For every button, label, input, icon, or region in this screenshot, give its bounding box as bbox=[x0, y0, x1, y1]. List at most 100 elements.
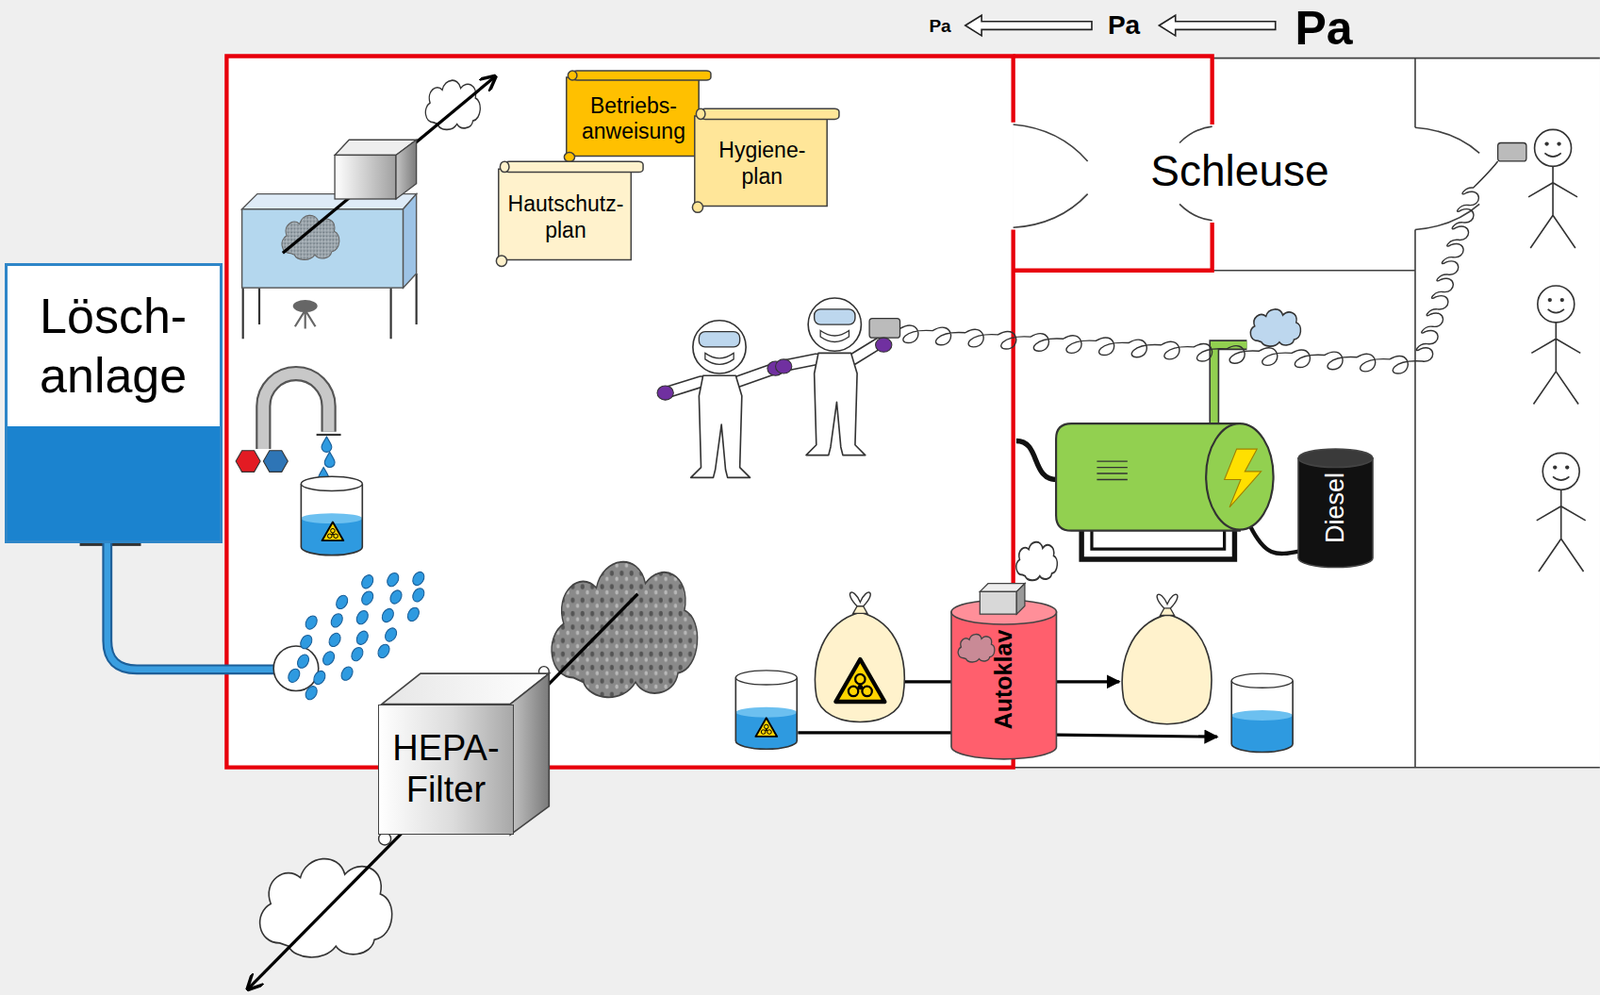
safety-cabinet bbox=[242, 77, 495, 339]
exhaust-arrow bbox=[248, 593, 638, 989]
hepa-exhaust bbox=[248, 561, 697, 989]
door-leaves bbox=[1013, 124, 1089, 228]
scroll-curl bbox=[692, 201, 704, 213]
spray-drop bbox=[329, 611, 346, 630]
faucet-pipe bbox=[263, 373, 329, 449]
clean-bag bbox=[1121, 593, 1212, 724]
spray-drop bbox=[327, 630, 344, 649]
cold-valve bbox=[263, 450, 288, 473]
lab-floor bbox=[226, 56, 1013, 768]
spray-drop bbox=[410, 586, 427, 605]
clean-air-cloud bbox=[425, 80, 480, 130]
spray-drop bbox=[303, 683, 320, 702]
pressure-label: Pa bbox=[1107, 12, 1140, 39]
lab-workers bbox=[657, 297, 901, 478]
clean-beaker bbox=[1231, 673, 1293, 752]
tin-can-phone bbox=[1498, 142, 1527, 161]
worker bbox=[806, 297, 866, 456]
pressure-arrow bbox=[965, 15, 1092, 36]
scroll-body bbox=[694, 115, 827, 206]
beaker bbox=[300, 476, 363, 555]
power-cable bbox=[1016, 440, 1057, 479]
spray-drop bbox=[359, 573, 376, 592]
node-text: Diesel bbox=[1322, 472, 1349, 544]
flow-arrow bbox=[1055, 734, 1218, 737]
worker bbox=[691, 320, 751, 479]
spray-drop bbox=[354, 608, 371, 627]
diesel-tank: Diesel bbox=[1298, 448, 1373, 568]
generator-end bbox=[1205, 423, 1273, 530]
airlock-label: Schleuse bbox=[1106, 142, 1372, 200]
sprinkler bbox=[80, 542, 428, 702]
aerosol-cloud bbox=[281, 214, 340, 260]
spray-drop bbox=[376, 642, 393, 660]
spray-drop bbox=[405, 605, 422, 624]
spray-drop bbox=[348, 644, 365, 663]
fuel-line bbox=[1250, 525, 1301, 554]
rooms-floor bbox=[1013, 58, 1600, 768]
scroll-body bbox=[566, 77, 699, 157]
spray-drop bbox=[382, 626, 399, 644]
filter-side bbox=[395, 139, 417, 199]
biohazard-sign bbox=[835, 659, 885, 702]
hot-valve bbox=[235, 450, 261, 473]
scroll-roll bbox=[701, 108, 841, 119]
exhaust-cloud bbox=[1250, 309, 1301, 347]
faucet-spout bbox=[316, 433, 342, 436]
skin-protection-scroll: Hautschutz- plan bbox=[494, 160, 645, 269]
node-text: Schleuse bbox=[1150, 145, 1329, 198]
generator-base bbox=[1091, 530, 1225, 549]
spray-drop bbox=[359, 589, 376, 608]
cabinet-side bbox=[403, 194, 417, 289]
scroll-body bbox=[498, 168, 632, 260]
water-drop bbox=[324, 451, 335, 467]
spray-drop bbox=[354, 628, 371, 647]
generator-vents bbox=[1096, 461, 1127, 479]
spray-drop bbox=[320, 649, 337, 668]
spray-drop bbox=[295, 652, 312, 671]
steam-cloud bbox=[1016, 542, 1057, 580]
flow-line bbox=[903, 679, 953, 683]
tin-can-phone bbox=[869, 318, 900, 339]
node-text: Lösch- anlage bbox=[7, 286, 220, 407]
flow-line bbox=[797, 730, 952, 734]
pressure-label: Pa bbox=[1294, 4, 1353, 52]
sprinkler-head bbox=[273, 645, 319, 692]
scroll-curl bbox=[563, 151, 575, 162]
emergency-generator bbox=[1016, 309, 1302, 560]
spray-drop bbox=[410, 569, 427, 588]
biohazard-sign bbox=[322, 521, 345, 541]
extinguishing-system: Lösch- anlage bbox=[4, 263, 223, 544]
waste-flow bbox=[735, 542, 1293, 753]
node-text: Hautschutz- plan bbox=[504, 191, 627, 244]
person bbox=[1536, 452, 1586, 572]
spray-drop bbox=[384, 570, 401, 589]
spray-drop bbox=[311, 668, 328, 687]
person bbox=[1531, 285, 1581, 405]
scroll-curl bbox=[495, 255, 507, 266]
water-drop bbox=[321, 436, 332, 452]
eyewash-faucet bbox=[235, 373, 363, 556]
waste-bag bbox=[815, 592, 906, 722]
person bbox=[1528, 129, 1578, 248]
node-text: Autoklav bbox=[991, 629, 1016, 730]
pressure-label: Pa bbox=[928, 16, 951, 35]
pressure-arrow bbox=[1158, 15, 1275, 36]
spray-drop bbox=[388, 588, 405, 607]
filter-front bbox=[334, 154, 396, 199]
steam-cloud bbox=[957, 634, 995, 662]
hepa-filter: HEPA- Filter bbox=[378, 704, 514, 836]
stool-legs bbox=[295, 310, 316, 329]
glove bbox=[775, 359, 792, 374]
flow-arrow bbox=[1055, 679, 1120, 683]
cylinder-body bbox=[951, 611, 1056, 759]
exhaust-arrow bbox=[282, 77, 495, 253]
scroll-roll bbox=[572, 70, 711, 81]
faucet-pipe bbox=[263, 373, 329, 449]
waste-beaker bbox=[735, 670, 797, 749]
room-walls bbox=[1013, 58, 1600, 768]
water-pipe bbox=[107, 543, 279, 670]
cylinder-top bbox=[1298, 448, 1373, 467]
node-text: HEPA- Filter bbox=[379, 727, 513, 810]
